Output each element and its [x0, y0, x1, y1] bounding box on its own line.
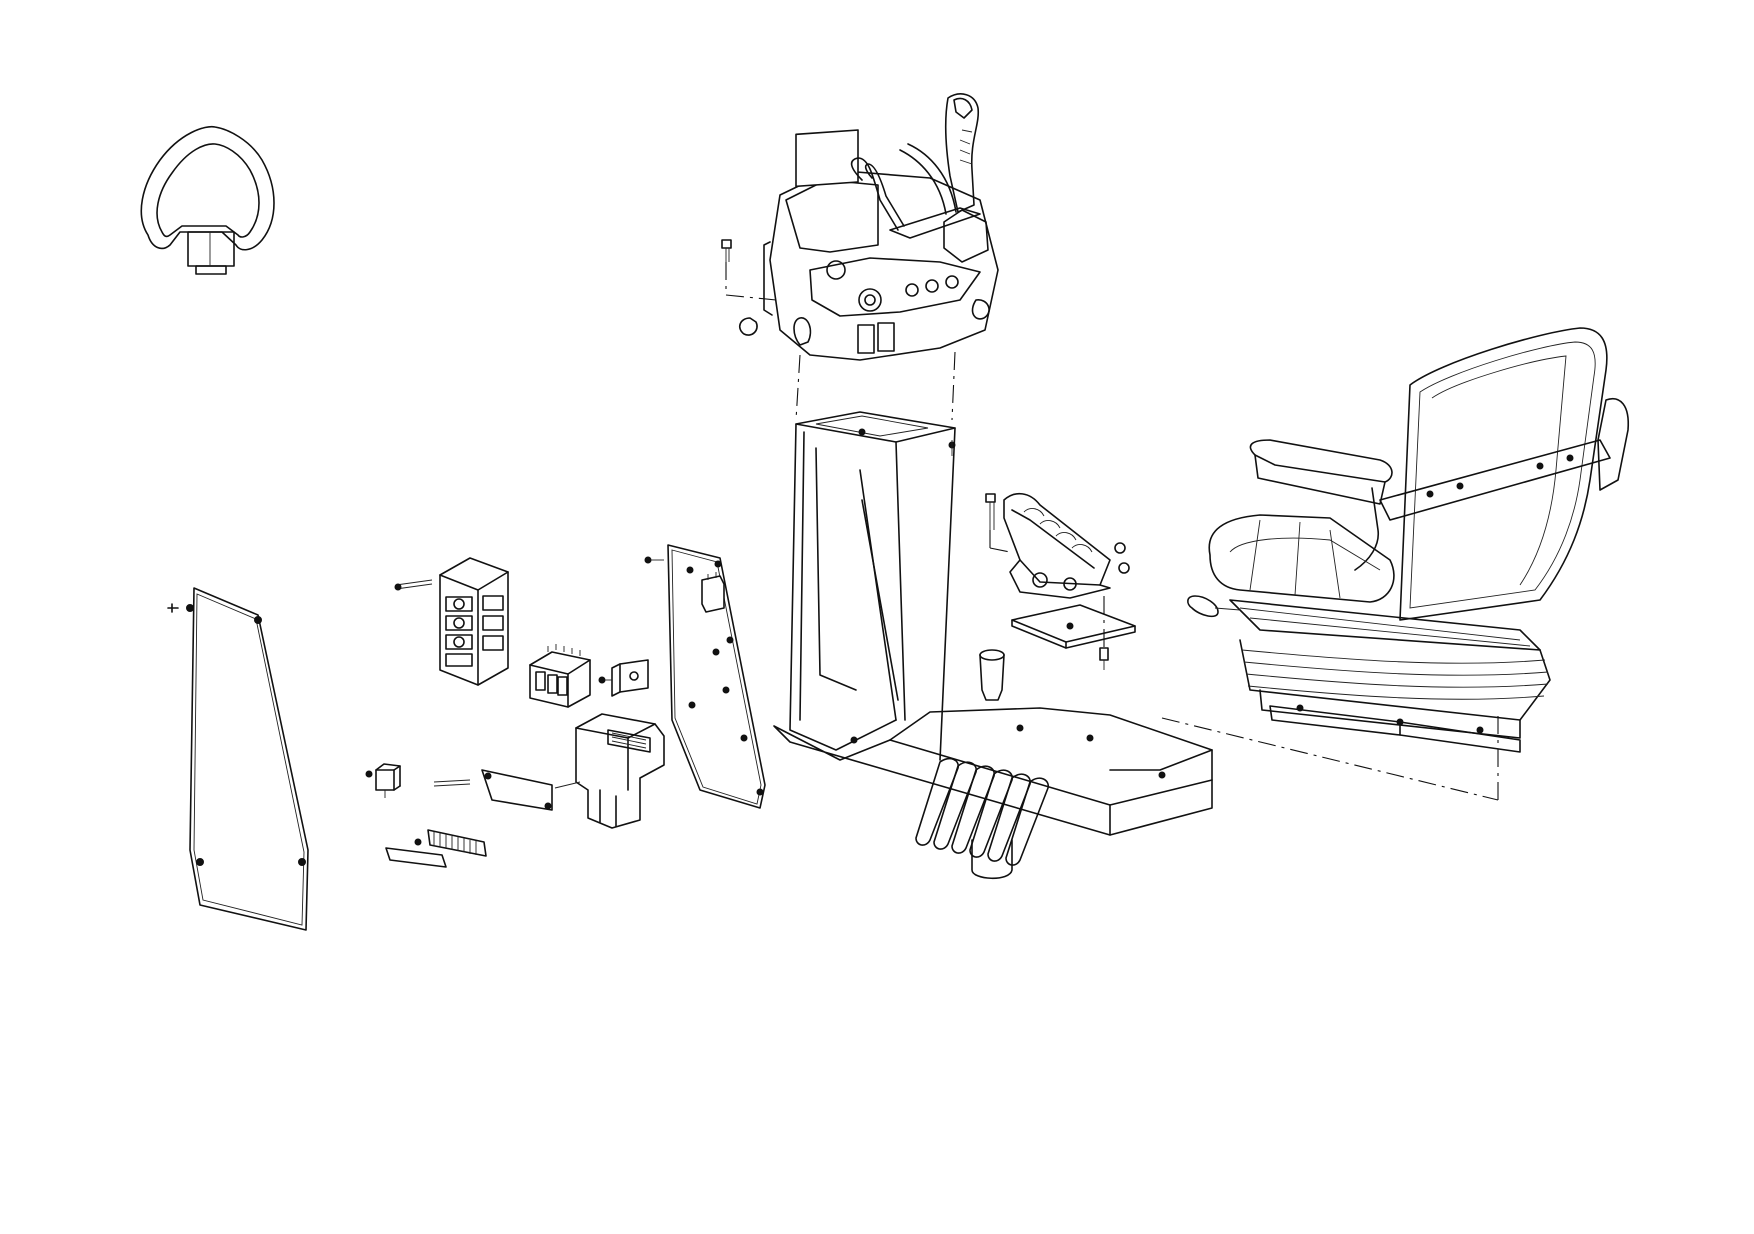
electrical-mounting-plate — [644, 544, 766, 809]
side-cover-panel — [167, 587, 309, 931]
foot-pedal — [985, 492, 1130, 599]
base-frame — [773, 649, 1213, 880]
operator-seat — [1187, 327, 1630, 753]
assembly-centerlines — [725, 262, 1499, 801]
mounting-bracket — [598, 659, 649, 697]
pedal-mounting-plate — [1011, 604, 1136, 670]
relay-block — [529, 644, 591, 708]
control-console — [721, 93, 999, 361]
fuse-relay-box — [394, 557, 509, 686]
small-mounting-plate — [433, 769, 581, 811]
grab-handle — [140, 125, 275, 275]
terminal-strip — [385, 829, 487, 868]
small-relay — [365, 763, 401, 798]
control-unit — [575, 713, 665, 829]
console-pedestal — [789, 411, 956, 761]
